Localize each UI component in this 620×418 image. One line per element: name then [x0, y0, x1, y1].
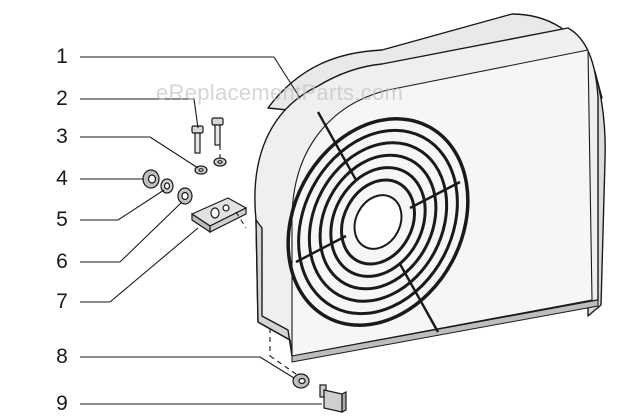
- assembly-guide-lines: [219, 145, 297, 375]
- callout-number: 5: [56, 208, 68, 231]
- fan-guard-grille: [286, 111, 470, 333]
- mounting-bracket: [190, 197, 248, 234]
- washer: [292, 373, 310, 389]
- bumper-foot: [319, 384, 347, 413]
- callout-number: 2: [56, 87, 68, 110]
- lock-washer: [160, 178, 174, 194]
- leader-lines: [80, 56, 322, 405]
- callout-number: 9: [56, 392, 68, 415]
- callout-number: 4: [56, 167, 68, 190]
- callout-number: 7: [56, 290, 68, 313]
- callout-number: 6: [56, 250, 68, 273]
- lock-washer: [194, 157, 227, 175]
- nut: [142, 169, 160, 189]
- watermark: eReplacementParts.com: [156, 80, 404, 105]
- fan-shroud: [254, 13, 606, 363]
- flat-washer: [177, 187, 193, 205]
- callout-number: 1: [56, 45, 68, 68]
- callout-number: 8: [56, 345, 68, 368]
- callout-number: 3: [56, 125, 68, 148]
- bolt: [191, 117, 224, 154]
